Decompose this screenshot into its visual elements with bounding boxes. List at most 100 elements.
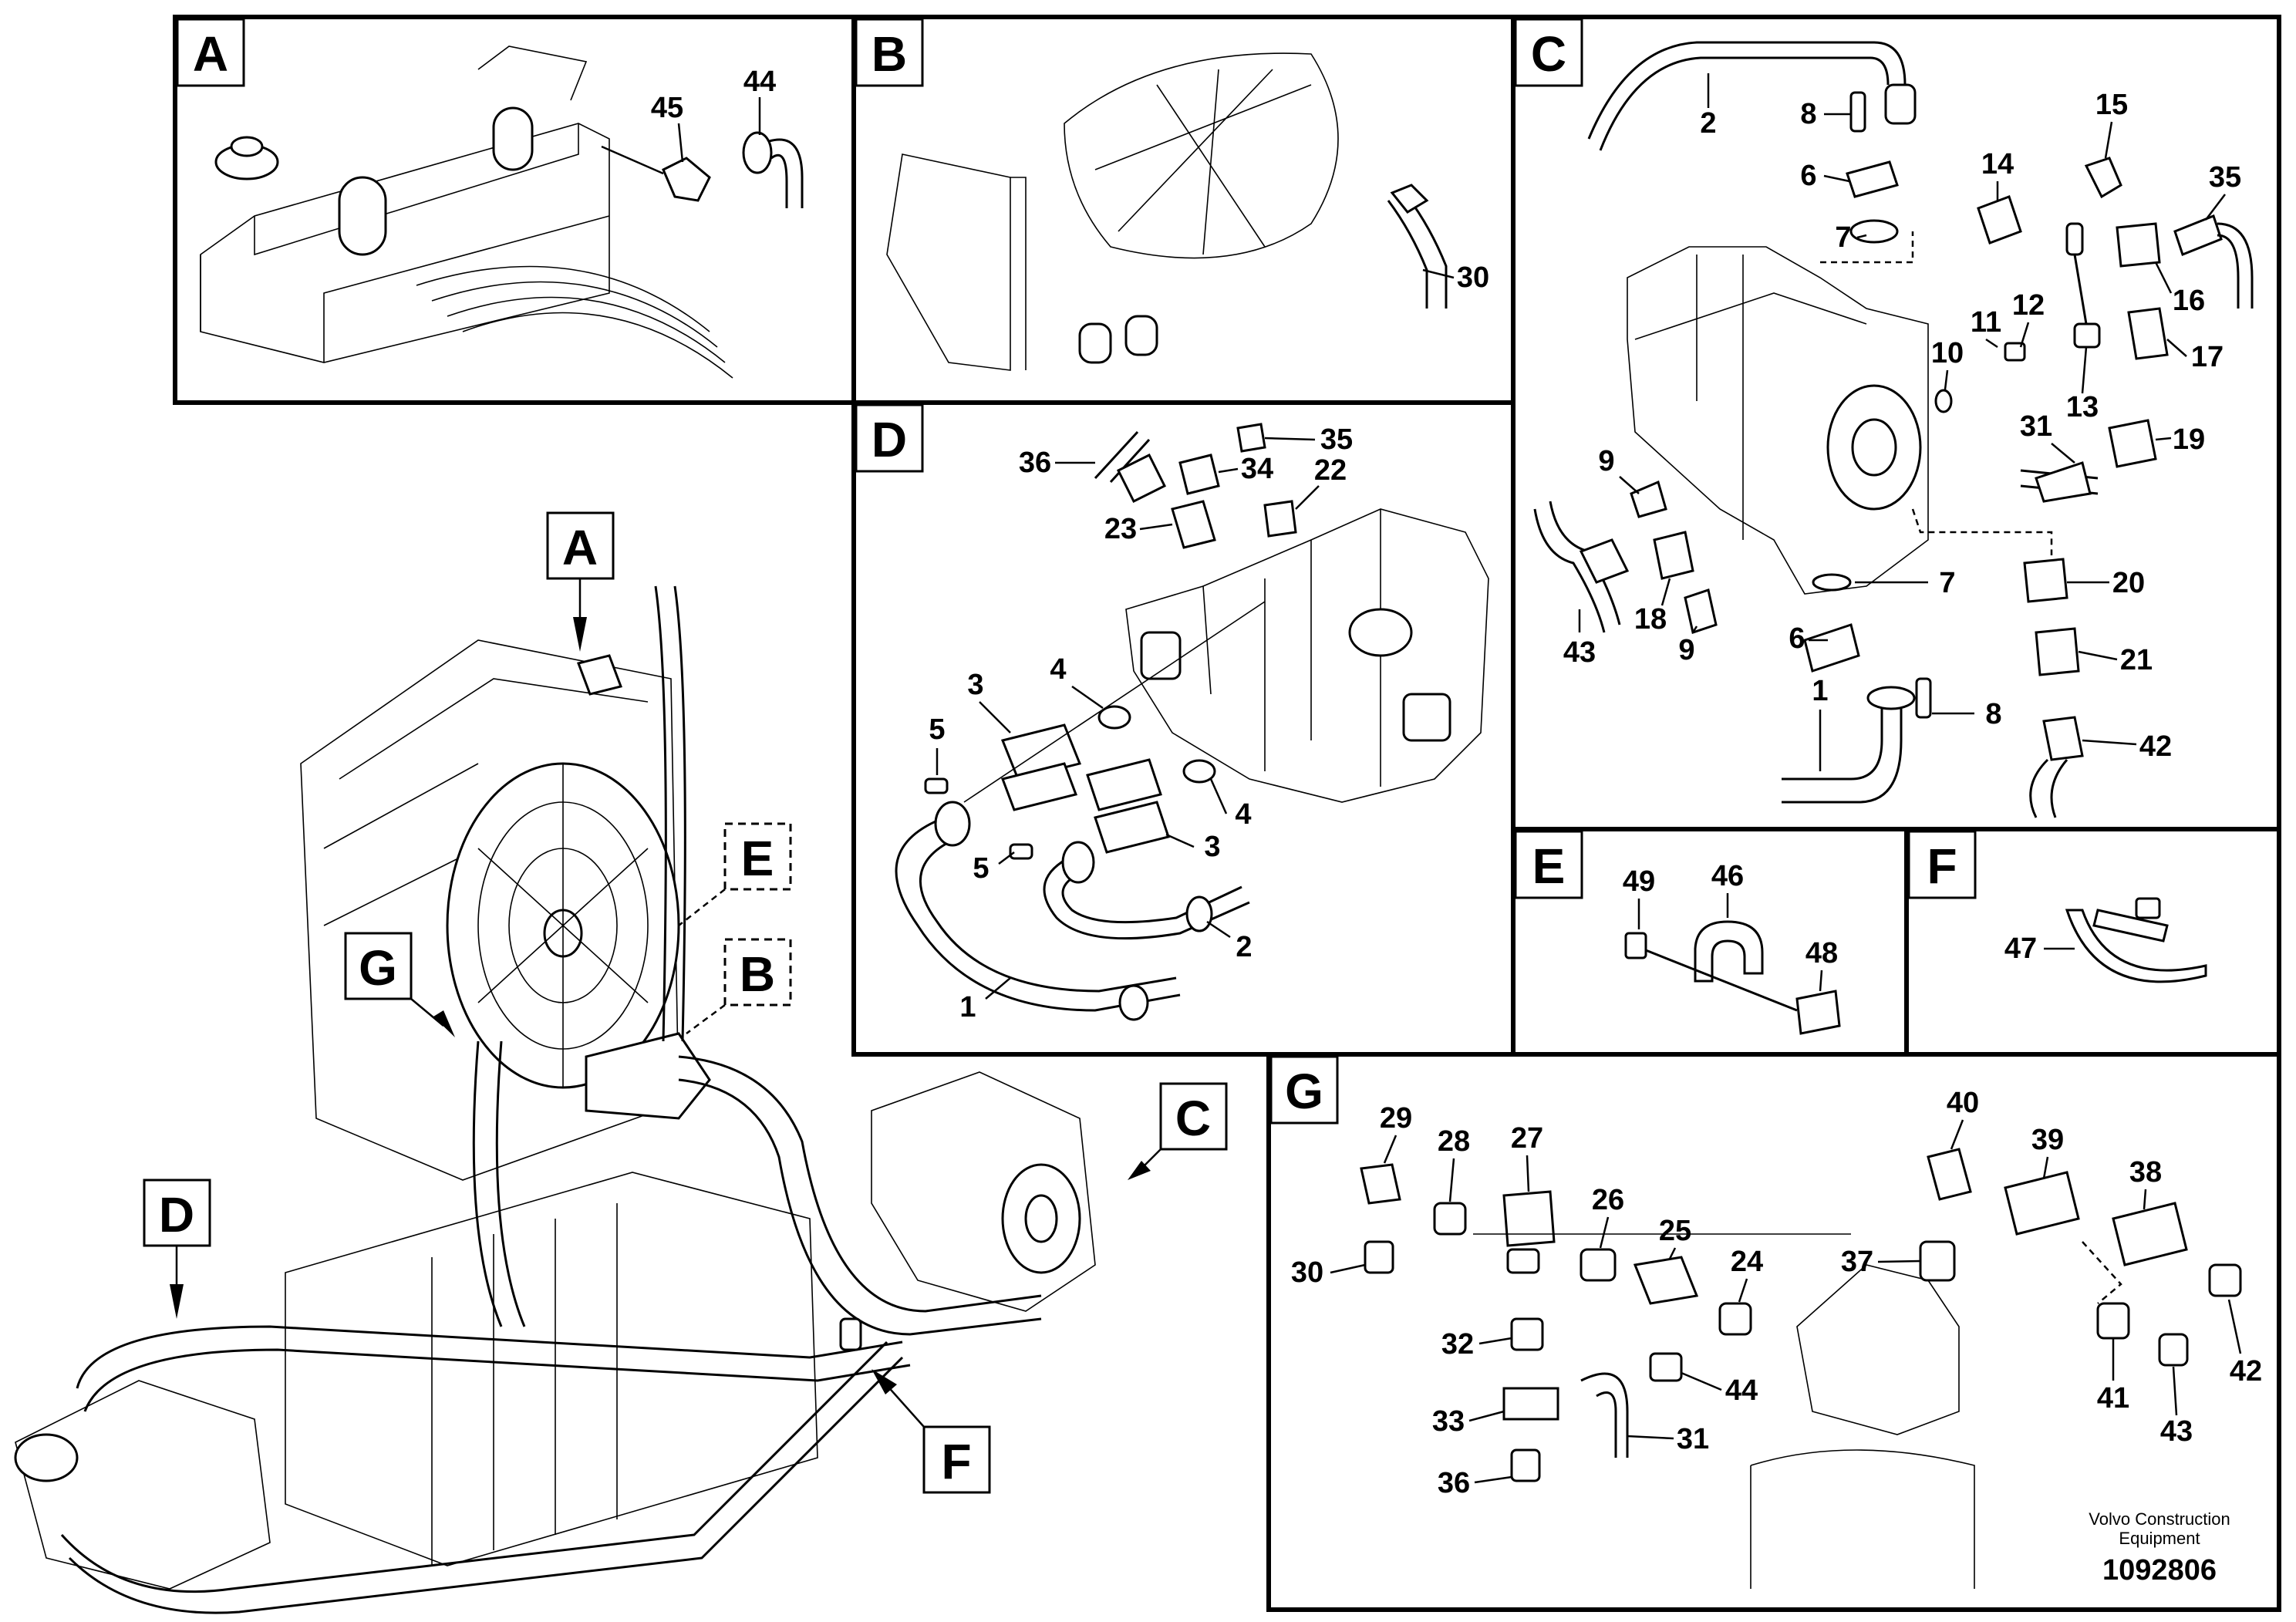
svg-text:43: 43: [2160, 1415, 2193, 1448]
svg-text:35: 35: [1320, 423, 1353, 456]
svg-text:5: 5: [973, 852, 989, 885]
svg-text:23: 23: [1104, 513, 1137, 545]
svg-text:38: 38: [2129, 1156, 2162, 1189]
panel-letter-e: E: [1514, 830, 1583, 899]
panel-a-illustration: [200, 46, 804, 379]
svg-text:8: 8: [1800, 98, 1816, 130]
overview-callout-b: B: [686, 938, 792, 1035]
panel-e-labels: 49 46 48: [1623, 860, 1838, 992]
panel-letter-g: G: [1269, 1055, 1339, 1125]
svg-text:39: 39: [2031, 1124, 2064, 1156]
panel-b-labels: 30: [1422, 261, 1489, 294]
svg-text:28: 28: [1438, 1125, 1470, 1158]
svg-text:30: 30: [1457, 261, 1489, 294]
panel-g-frame: [1266, 1052, 2281, 1612]
svg-text:44: 44: [1725, 1374, 1758, 1407]
svg-text:F: F: [1927, 838, 1957, 894]
svg-text:2: 2: [1236, 931, 1252, 963]
panel-a-labels: 45 44: [651, 66, 776, 163]
panel-c-labels: 2 8 6 7 15 14 35 16 10 11 12 17 13 31 19…: [1563, 73, 2241, 771]
credit-block: Volvo Construction Equipment 1092806: [2089, 1509, 2230, 1587]
panel-letter-a: A: [176, 18, 245, 87]
overview-illustration: [14, 585, 1096, 1614]
svg-text:36: 36: [1019, 447, 1051, 479]
svg-text:G: G: [359, 940, 397, 996]
svg-text:13: 13: [2066, 391, 2099, 423]
panel-letter-d: D: [855, 403, 924, 473]
panel-letter-b: B: [855, 18, 924, 87]
overview-callout-c: C: [1128, 1082, 1228, 1180]
svg-text:G: G: [1285, 1064, 1323, 1119]
overview-callout-a: A: [546, 511, 615, 652]
panel-c-illustration: [1533, 41, 2254, 818]
reference-number: 1092806: [2102, 1554, 2217, 1587]
svg-text:29: 29: [1380, 1102, 1412, 1135]
svg-text:49: 49: [1623, 865, 1655, 898]
panel-g-illustration: [1360, 1148, 2242, 1589]
svg-text:B: B: [740, 946, 775, 1002]
overview-callout-g: G: [344, 932, 455, 1037]
svg-text:42: 42: [2139, 730, 2172, 763]
svg-text:33: 33: [1432, 1405, 1465, 1438]
svg-text:19: 19: [2173, 423, 2205, 456]
svg-text:25: 25: [1659, 1215, 1691, 1247]
panel-d-frame: [851, 400, 1515, 1057]
svg-text:47: 47: [2004, 932, 2037, 965]
svg-text:E: E: [741, 831, 774, 886]
svg-text:48: 48: [1805, 937, 1838, 969]
svg-text:21: 21: [2120, 644, 2153, 676]
svg-text:6: 6: [1800, 160, 1816, 192]
panel-e-illustration: [1624, 920, 1841, 1035]
svg-text:16: 16: [2173, 285, 2205, 317]
svg-text:F: F: [941, 1434, 971, 1489]
svg-text:3: 3: [967, 669, 983, 701]
svg-text:17: 17: [2191, 341, 2224, 373]
svg-text:22: 22: [1314, 454, 1347, 487]
panel-g-labels: 29 28 27 26 25 24 40 39 38 37 30 32 33 3…: [1291, 1087, 2262, 1499]
svg-text:15: 15: [2095, 89, 2128, 121]
svg-text:7: 7: [1939, 567, 1955, 599]
svg-text:8: 8: [1985, 698, 2001, 730]
svg-text:11: 11: [1971, 306, 2001, 339]
svg-text:4: 4: [1050, 653, 1066, 686]
svg-text:41: 41: [2097, 1382, 2129, 1415]
svg-text:B: B: [872, 26, 907, 82]
panel-d-illustration: [895, 423, 1489, 1021]
svg-text:43: 43: [1563, 636, 1596, 669]
panel-d-labels: 36 35 34 22 23 3 4 5 5 3 4 2 1: [929, 423, 1353, 1023]
svg-text:C: C: [1175, 1091, 1211, 1146]
svg-text:A: A: [562, 520, 598, 575]
svg-text:1: 1: [1812, 675, 1828, 707]
svg-text:40: 40: [1947, 1087, 1979, 1119]
svg-text:14: 14: [1981, 148, 2014, 180]
svg-text:46: 46: [1711, 860, 1744, 892]
panel-letter-c: C: [1514, 18, 1583, 87]
svg-text:2: 2: [1700, 107, 1716, 140]
svg-text:4: 4: [1235, 798, 1251, 831]
svg-text:9: 9: [1678, 634, 1694, 666]
svg-text:44: 44: [743, 66, 776, 98]
svg-text:32: 32: [1441, 1328, 1474, 1361]
svg-text:1: 1: [959, 991, 976, 1023]
svg-text:36: 36: [1438, 1467, 1470, 1499]
svg-text:20: 20: [2112, 567, 2145, 599]
svg-text:7: 7: [1835, 221, 1851, 254]
overview-callout-e: E: [678, 822, 792, 926]
svg-text:18: 18: [1634, 603, 1667, 636]
svg-text:12: 12: [2012, 289, 2045, 322]
svg-text:9: 9: [1598, 445, 1614, 477]
svg-text:A: A: [193, 26, 228, 82]
svg-text:31: 31: [1677, 1423, 1709, 1455]
overview-callout-f: F: [872, 1369, 991, 1494]
svg-text:27: 27: [1511, 1122, 1543, 1155]
svg-text:31: 31: [2020, 410, 2052, 443]
svg-text:42: 42: [2230, 1355, 2262, 1388]
panel-b-illustration: [886, 52, 1448, 371]
svg-text:C: C: [1531, 26, 1566, 82]
svg-text:D: D: [872, 412, 907, 467]
svg-text:10: 10: [1931, 337, 1964, 369]
panel-f-illustration: [2065, 897, 2207, 983]
svg-text:45: 45: [651, 92, 683, 124]
svg-text:30: 30: [1291, 1256, 1323, 1289]
